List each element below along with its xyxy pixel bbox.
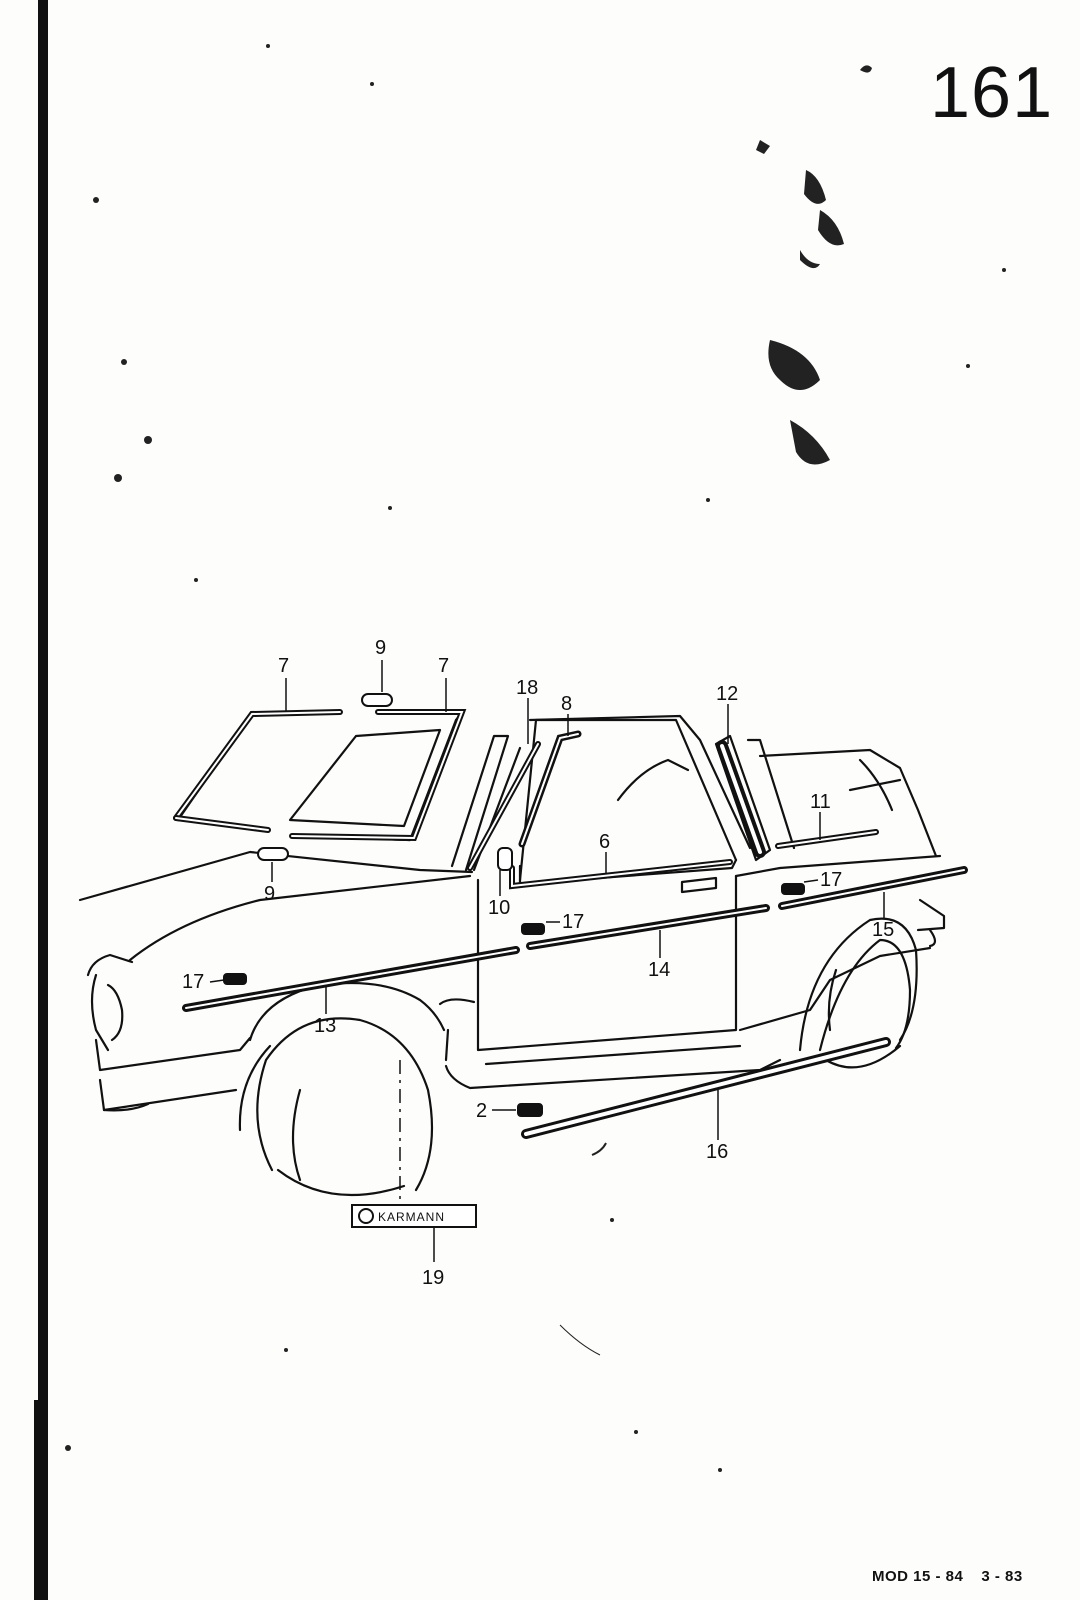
clip-parts-17	[223, 883, 805, 1117]
callout-16: 16	[706, 1141, 728, 1163]
callout-17b: 17	[562, 911, 584, 933]
callout-9a: 9	[375, 637, 386, 659]
callout-13: 13	[314, 1015, 336, 1037]
callout-15: 15	[872, 919, 894, 941]
footer-date: 3 - 83	[981, 1568, 1023, 1585]
callout-14: 14	[648, 959, 670, 981]
karmann-badge	[351, 1204, 477, 1228]
callout-10: 10	[488, 897, 510, 919]
clip-part-10	[497, 847, 513, 871]
small-parts	[223, 693, 805, 1228]
callout-17c: 17	[820, 869, 842, 891]
callout-11: 11	[810, 791, 831, 813]
callout-18: 18	[516, 677, 538, 699]
callout-7b: 7	[438, 655, 449, 677]
callout-6: 6	[599, 831, 610, 853]
callout-12: 12	[716, 683, 738, 705]
binding-edge-lower	[34, 1400, 48, 1600]
page-number: 161	[930, 53, 1054, 133]
callout-8: 8	[561, 693, 572, 715]
binding-edge	[38, 0, 48, 1600]
callout-labels: 7 9 7 18 8 12 11 6 9 10 17 17 17 15 14 1…	[182, 637, 894, 1289]
karmann-badge-logo-icon	[358, 1208, 374, 1224]
trim-moldings	[173, 709, 968, 1139]
callout-2: 2	[476, 1100, 487, 1122]
scan-noise	[65, 44, 1006, 1472]
clip-part-9-top	[361, 693, 393, 707]
footer-model: MOD 15 - 84	[872, 1568, 964, 1585]
callout-7a: 7	[278, 655, 289, 677]
callout-17a: 17	[182, 971, 204, 993]
callout-19: 19	[422, 1267, 444, 1289]
callout-9b: 9	[264, 883, 275, 905]
karmann-badge-text: KARMANN	[378, 1210, 445, 1224]
clip-part-9-bottom	[257, 847, 289, 861]
page-footer: MOD 15 - 84 3 - 83	[872, 1568, 1023, 1585]
leader-lines	[209, 660, 885, 1262]
